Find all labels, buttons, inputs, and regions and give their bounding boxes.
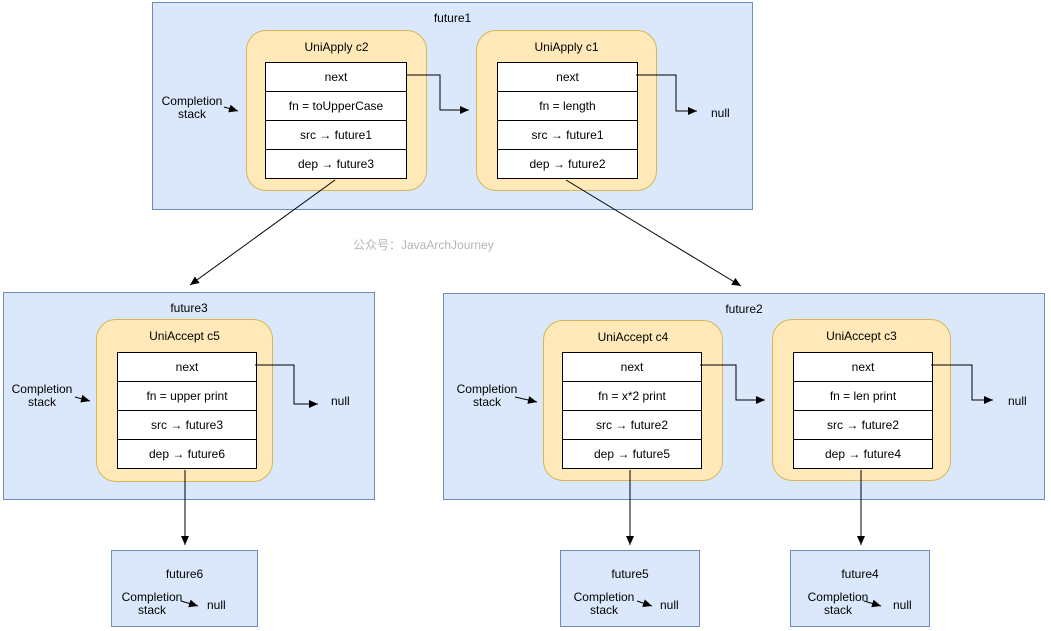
field-fn: fn = upper print	[117, 381, 257, 411]
null-label-future6: null	[207, 598, 226, 612]
null-label-c1: null	[711, 106, 730, 120]
field-dep: dep → future5	[562, 439, 702, 469]
field-next: next	[497, 62, 638, 92]
node-uniapply-c1: UniApply c1 next fn = length src → futur…	[476, 30, 657, 191]
field-src: src → future3	[117, 410, 257, 440]
field-dep: dep → future4	[793, 439, 933, 469]
field-fn: fn = toUpperCase	[265, 91, 407, 121]
group-future2: future2 Completion stack null UniAccept …	[443, 293, 1045, 500]
watermark: 公众号：JavaArchJourney	[353, 238, 494, 252]
field-dep: dep → future3	[265, 149, 407, 179]
node-uniaccept-c3-fields: next fn = len print src → future2 dep → …	[793, 352, 933, 469]
node-uniaccept-c4-title: UniAccept c4	[597, 330, 669, 344]
completion-stack-label-future2: Completion stack	[456, 382, 518, 409]
box-future6: future6 Completion stack null	[111, 550, 258, 627]
completion-stack-label-future1: Completion stack	[161, 94, 223, 121]
field-src: src → future1	[497, 120, 638, 150]
field-src: src → future1	[265, 120, 407, 150]
node-uniaccept-c3-title: UniAccept c3	[826, 329, 897, 343]
box-future5: Completion stack future5 null	[560, 550, 700, 627]
node-uniapply-c1-fields: next fn = length src → future1 dep → fut…	[497, 62, 638, 179]
box-future5-title: future5	[611, 567, 649, 581]
field-src: src → future2	[793, 410, 933, 440]
node-uniapply-c2-fields: next fn = toUpperCase src → future1 dep …	[265, 62, 407, 179]
field-fn: fn = length	[497, 91, 638, 121]
node-uniapply-c2-title: UniApply c2	[304, 40, 369, 54]
box-future4: Completion stack future4 null	[790, 550, 930, 627]
field-next: next	[793, 352, 933, 382]
field-src: src → future2	[562, 410, 702, 440]
group-future2-title: future2	[725, 302, 763, 316]
field-dep: dep → future6	[117, 439, 257, 469]
node-uniaccept-c4: UniAccept c4 next fn = x*2 print src → f…	[543, 320, 723, 481]
node-uniaccept-c4-fields: next fn = x*2 print src → future2 dep → …	[562, 352, 702, 469]
completion-stack-label-future4: Completion stack	[807, 590, 869, 617]
null-label-c5: null	[331, 394, 350, 408]
null-label-c3: null	[1008, 394, 1027, 408]
group-future3-title: future3	[170, 301, 208, 315]
completion-stack-label-future6: Completion stack	[121, 590, 183, 617]
box-future4-title: future4	[841, 567, 879, 581]
node-uniaccept-c5-fields: next fn = upper print src → future3 dep …	[117, 352, 257, 469]
field-next: next	[117, 352, 257, 382]
group-future3: future3 Completion stack null UniAccept …	[3, 292, 375, 500]
node-uniaccept-c3: UniAccept c3 next fn = len print src → f…	[772, 319, 951, 481]
completion-stack-label-future3: Completion stack	[11, 382, 73, 409]
null-label-future5: null	[660, 598, 679, 612]
field-next: next	[562, 352, 702, 382]
node-uniaccept-c5: UniAccept c5 next fn = upper print src →…	[96, 319, 273, 482]
field-fn: fn = x*2 print	[562, 381, 702, 411]
field-next: next	[265, 62, 407, 92]
node-uniaccept-c5-title: UniAccept c5	[149, 329, 220, 343]
completion-stack-label-future5: Completion stack	[573, 590, 635, 617]
group-future1: future1 Completion stack null UniApply c…	[152, 2, 753, 210]
node-uniapply-c2: UniApply c2 next fn = toUpperCase src → …	[246, 30, 427, 191]
field-fn: fn = len print	[793, 381, 933, 411]
field-dep: dep → future2	[497, 149, 638, 179]
group-future1-title: future1	[433, 11, 472, 25]
node-uniapply-c1-title: UniApply c1	[534, 40, 599, 54]
null-label-future4: null	[893, 598, 912, 612]
box-future6-title: future6	[165, 567, 204, 581]
